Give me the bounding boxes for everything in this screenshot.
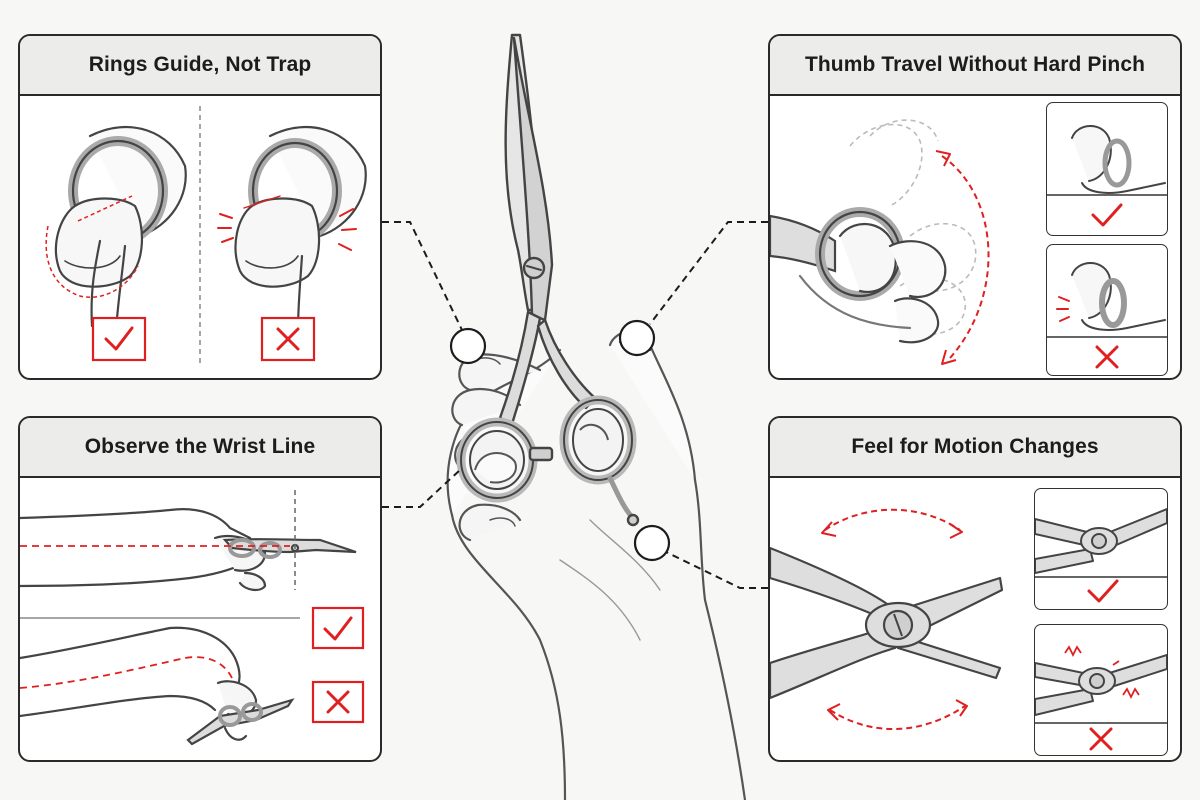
connector-motion: [665, 551, 768, 589]
scissors-shank-right: [536, 318, 597, 410]
connector-rings: [382, 221, 463, 331]
relaxed-finger-in-ring: [55, 126, 187, 333]
check-icon: [1091, 203, 1123, 227]
panel-title: Feel for Motion Changes: [770, 418, 1180, 478]
finger-little: [458, 503, 522, 542]
panel-title: Observe the Wrist Line: [20, 418, 380, 478]
panel-body: [20, 478, 380, 760]
thumb-correct-subpanel: [1046, 102, 1168, 236]
thumb: [838, 222, 897, 294]
cross-icon: [1095, 345, 1119, 369]
scissors-blade-lower: [770, 626, 897, 700]
callout-marker-thumb: [618, 319, 656, 357]
panel-wrist-line: Observe the Wrist Line: [18, 416, 382, 762]
motion-arc-arrow: [935, 150, 990, 365]
friction-marks: [1064, 645, 1140, 700]
cross-icon: [1089, 727, 1113, 751]
forearm-outline: [450, 513, 567, 800]
pivot-motion-illustration: [770, 508, 1004, 730]
thumb-incorrect-subpanel: [1046, 244, 1168, 376]
check-icon: [91, 316, 147, 362]
forearm-outline-right: [693, 478, 747, 800]
pinched-finger-in-ring: [234, 126, 367, 333]
check-icon: [1087, 579, 1119, 603]
panel-motion-changes: Feel for Motion Changes: [768, 416, 1182, 762]
bent-wrist: [20, 626, 295, 746]
panel-body: [770, 96, 1180, 378]
panel-thumb-travel: Thumb Travel Without Hard Pinch: [768, 34, 1182, 380]
check-icon: [311, 606, 365, 650]
straight-wrist: [20, 508, 357, 592]
wrist-line-illustration: [20, 490, 365, 746]
thumb-travel-illustration: [770, 119, 990, 365]
motion-smooth-subpanel: [1034, 488, 1168, 610]
cross-icon: [260, 316, 316, 362]
rings-comparison-illustration: [45, 106, 367, 366]
cross-icon: [311, 680, 365, 724]
callout-marker-rings: [449, 327, 487, 365]
connector-thumb: [649, 221, 768, 325]
motion-rough-subpanel: [1034, 624, 1168, 756]
panel-title: Thumb Travel Without Hard Pinch: [770, 36, 1180, 96]
pressure-marks: [217, 195, 357, 251]
open-close-arrows: [824, 508, 966, 730]
panel-title: Rings Guide, Not Trap: [20, 36, 380, 96]
connector-wrist: [382, 469, 461, 508]
panel-body: [770, 478, 1180, 760]
scissors: [456, 33, 640, 527]
callout-marker-motion: [633, 524, 671, 562]
pressure-marks: [1056, 296, 1070, 322]
panel-rings-guide: Rings Guide, Not Trap: [18, 34, 382, 380]
panel-body: [20, 96, 380, 378]
